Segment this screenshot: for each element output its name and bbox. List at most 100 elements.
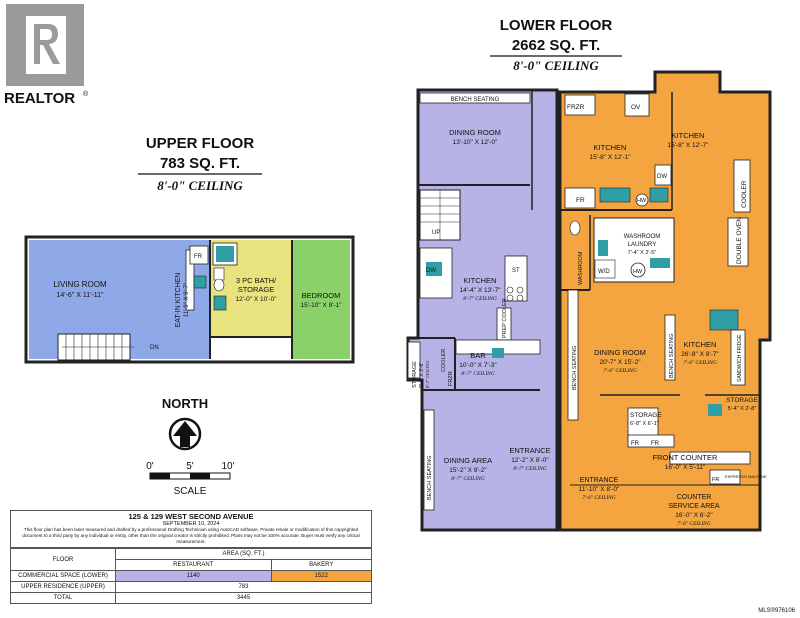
washroom-laundry-label-1: WASHROOM <box>624 234 660 240</box>
col-restaurant: RESTAURANT <box>115 559 272 571</box>
dining-room-right-label: DINING ROOM <box>594 348 646 357</box>
north-label: NORTH <box>162 396 208 411</box>
frzr-label: FRZR <box>567 104 585 111</box>
fr-storage-1: FR <box>631 441 640 447</box>
row-total-value: 3445 <box>115 592 372 604</box>
col-area: AREA (SQ. FT.) <box>115 548 372 560</box>
storage-left-ceiling: 8'-7" CEILING <box>425 360 430 388</box>
kitchen-a-label: KITCHEN <box>594 143 627 152</box>
lower-floor-ceiling: 8'-0" CEILING <box>513 58 599 73</box>
dining-room-right-ceiling: 7'-6" CEILING <box>603 368 637 374</box>
bath-label-1: 3 PC BATH/ <box>236 276 277 285</box>
kitchen-right-label: KITCHEN <box>684 340 717 349</box>
storage-left-dims: 8'-1" X 3'-6" <box>419 362 425 388</box>
upper-sink <box>193 275 207 289</box>
washroom-v-label: WASHROOM <box>578 251 584 285</box>
upper-fr-label: FR <box>194 254 203 260</box>
lower-st-label: ST <box>512 268 520 274</box>
bench-mid-label: BENCH SEATING <box>572 345 578 390</box>
col-bakery: BAKERY <box>270 559 372 571</box>
upper-floor-ceiling: 8'-0" CEILING <box>157 178 243 193</box>
lower-stairs <box>419 189 461 241</box>
kitchen-right-dims: 26'-8" X 8'-7" <box>681 351 719 358</box>
dining-area-dims: 15'-2" X 9'-2" <box>449 467 487 474</box>
entrance-mid-label: ENTRANCE <box>509 446 550 455</box>
bedroom-dims: 15'-10" X 9'-1" <box>300 302 342 309</box>
espresso-label: ESPRESSO MACHINE <box>725 474 767 479</box>
entrance-mid-dims: 12'-2" X 8'-0" <box>511 457 549 464</box>
listing-id: MLS®976106 <box>758 607 795 614</box>
upper-dn-label: DN <box>150 345 159 351</box>
address: 125 & 129 WEST SECOND AVENUE <box>128 512 254 521</box>
lower-floor-area: 2662 SQ. FT. <box>512 37 600 54</box>
upper-stairs <box>57 333 134 361</box>
dining-area-label: DINING AREA <box>444 456 492 465</box>
upper-floor-title: UPPER FLOOR <box>146 135 255 152</box>
hw-label: HW <box>637 198 647 204</box>
storage-mid-dims: 6'-8" X 6'-1" <box>630 421 659 427</box>
scale-tick-5: 5' <box>186 461 194 472</box>
dining-room-left-label: DINING ROOM <box>449 128 501 137</box>
entrance-right-dims: 11'-10" X 8'-0" <box>579 486 620 493</box>
wd-label: W/D <box>598 269 610 275</box>
eat-in-kitchen-dims: 11'-9" X 9'-7" <box>184 283 190 317</box>
realtor-logo <box>6 4 84 86</box>
bench-top <box>419 92 531 104</box>
row-upper-label: UPPER RESIDENCE (UPPER) <box>10 581 116 593</box>
bench-inner-label: BENCH SEATING <box>669 333 675 378</box>
counter-service-label-1: COUNTER <box>677 494 712 501</box>
living-room-label: LIVING ROOM <box>53 280 107 289</box>
bar-dims: 10'-0" X 7'-3" <box>459 362 497 369</box>
washroom-laundry-dims: 7'-4" X 2'-5" <box>628 250 657 256</box>
north-arrow-icon <box>168 417 202 451</box>
upper-fridge <box>189 245 209 265</box>
disclaimer: This floor plan has been laser measured … <box>22 527 360 544</box>
dining-room-right-dims: 20'-7" X 15'-2" <box>599 359 641 366</box>
cooler-v-label: COOLER <box>441 349 447 372</box>
bench-top-label: BENCH SEATING <box>451 97 500 103</box>
kitchen-right-ceiling: 7'-6" CEILING <box>683 360 717 366</box>
lower-floor-title: LOWER FLOOR <box>500 17 613 34</box>
bath-dims: 12'-0" X 10'-0" <box>235 296 277 303</box>
counter-service-label-2: SERVICE AREA <box>668 503 720 510</box>
bench-side-label: BENCH SEATING <box>427 455 433 500</box>
realtor-logo-text: REALTOR <box>4 90 75 107</box>
entrance-right-ceiling: 7'-6" CEILING <box>582 495 616 501</box>
fr-storage-2: FR <box>651 441 660 447</box>
row-commercial-label: COMMERCIAL SPACE (LOWER) <box>10 570 116 582</box>
bar-ceiling: 8'-7" CEILING <box>461 371 495 377</box>
sandwich-fridge-label: SANDWICH FRIDGE <box>737 334 743 382</box>
bedroom-area <box>292 240 350 359</box>
date: SEPTEMBER 10, 2024 <box>162 521 220 527</box>
kitchen-mid-dims: 14'-4" X 13'-7" <box>459 287 501 294</box>
bar-label: BAR <box>470 351 486 360</box>
upper-floor-plan <box>24 235 355 364</box>
dining-area-ceiling: 8'-7" CEILING <box>451 476 485 482</box>
row-commercial-restaurant: 1140 <box>115 570 272 582</box>
counter-service-dims: 16'-0" X 6'-2" <box>675 512 713 519</box>
living-room-dims: 14'-6" X 11'-11" <box>56 292 104 299</box>
row-upper-value: 783 <box>115 581 372 593</box>
entrance-mid-ceiling: 8'-7" CEILING <box>513 466 547 472</box>
area-table: FLOOR AREA (SQ. FT.) RESTAURANT BAKERY C… <box>10 548 372 604</box>
lower-floor-plan <box>406 70 772 532</box>
kitchen-b-dims: 15'-8" X 12'-7" <box>667 142 709 149</box>
registered-mark: ® <box>83 90 89 98</box>
upper-floor-area: 783 SQ. FT. <box>160 155 240 172</box>
kitchen-mid-label: KITCHEN <box>464 276 497 285</box>
washroom-laundry-label-2: LAUNDRY <box>628 242 657 248</box>
bath-label-2: STORAGE <box>238 285 275 294</box>
prep-cooler-label: PREP COOLER <box>502 298 508 338</box>
dining-room-left-dims: 13'-10" X 12'-0" <box>453 139 498 146</box>
ov-label: OV <box>631 104 641 111</box>
lower-up-label: UP <box>432 230 440 236</box>
eat-in-kitchen-label: EAT-IN KITCHEN <box>175 273 182 328</box>
scale-tick-0: 0' <box>146 461 154 472</box>
scale-bar <box>149 472 231 480</box>
counter-service-ceiling: 7'-6" CEILING <box>677 521 711 527</box>
storage-right-dims: 5'-4" X 2'-8" <box>728 406 757 412</box>
row-total-label: TOTAL <box>10 592 116 604</box>
scale-tick-10: 10' <box>221 461 234 472</box>
col-floor: FLOOR <box>10 548 116 571</box>
